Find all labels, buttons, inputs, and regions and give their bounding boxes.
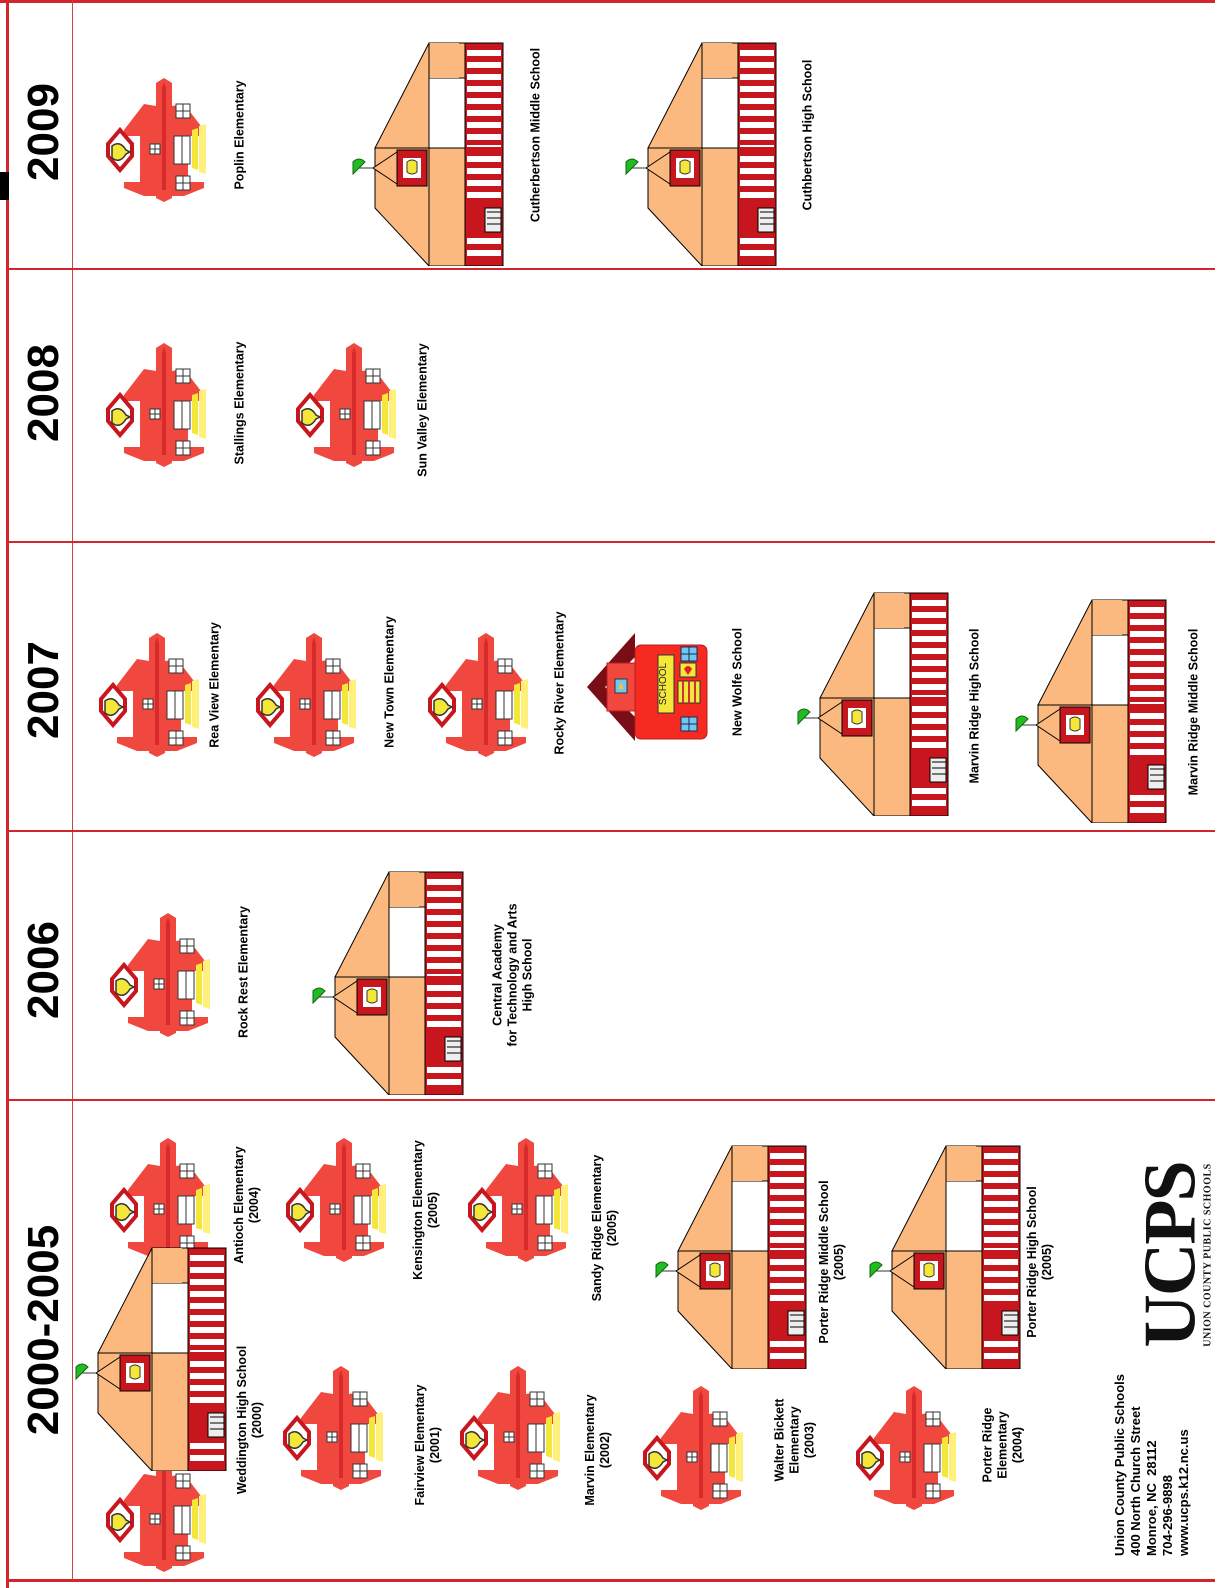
school-label: Sun Valley Elementary xyxy=(416,343,431,476)
school-label: Kensington Elementary (2005) xyxy=(411,1140,441,1280)
school-label: Cuthbertson High School xyxy=(801,60,816,211)
school-label: Walter Bickett Elementary (2003) xyxy=(773,1399,818,1482)
elementary-school-icon xyxy=(637,1378,765,1513)
elementary-school-icon xyxy=(422,625,550,760)
schoolhouse-clipart-icon: SCHOOL xyxy=(585,625,725,750)
high-school-icon xyxy=(1008,595,1168,823)
high-school-icon xyxy=(618,38,778,266)
school-label: Rea View Elementary xyxy=(208,622,223,748)
school-label: Marvin Ridge Middle School xyxy=(1187,629,1202,796)
school-label: Central Academy for Technology and Arts … xyxy=(491,903,536,1046)
elementary-school-icon xyxy=(100,335,228,470)
school-label: Rocky River Elementary xyxy=(553,611,568,754)
year-divider-2007-2006 xyxy=(6,830,1215,832)
high-school-icon xyxy=(305,867,465,1095)
logo-subtitle: UNION COUNTY PUBLIC SCHOOLS xyxy=(1203,1162,1214,1347)
school-label: Porter Ridge Middle School (2005) xyxy=(817,1180,847,1343)
elementary-school-icon xyxy=(280,1130,408,1265)
year-divider-2008-2007 xyxy=(6,541,1215,543)
district-address: Union County Public Schools 400 North Ch… xyxy=(1112,1374,1192,1556)
year-heading-2000-2005: 2000-2005 xyxy=(19,1225,69,1435)
school-sign-text: SCHOOL xyxy=(658,662,669,705)
elementary-school-icon xyxy=(250,625,378,760)
school-label: New Town Elementary xyxy=(383,616,398,748)
year-heading-2007: 2007 xyxy=(19,641,69,739)
logo-wordmark: UCPS xyxy=(1139,1162,1203,1347)
school-label: Porter Ridge Elementary (2004) xyxy=(981,1407,1026,1482)
elementary-school-icon xyxy=(290,335,418,470)
school-label: Rock Rest Elementary xyxy=(237,906,252,1038)
elementary-school-icon xyxy=(462,1130,590,1265)
elementary-school-icon xyxy=(454,1358,582,1493)
high-school-icon xyxy=(68,1243,228,1471)
school-label: Porter Ridge High School (2005) xyxy=(1025,1186,1055,1337)
elementary-school-icon xyxy=(100,70,228,205)
high-school-icon xyxy=(862,1141,1022,1369)
elementary-school-icon xyxy=(93,625,221,760)
school-label: Marvin Elementary (2002) xyxy=(583,1394,613,1505)
ucps-logo: UCPS UNION COUNTY PUBLIC SCHOOLS xyxy=(1139,1162,1214,1347)
high-school-icon xyxy=(790,588,950,816)
year-heading-2009: 2009 xyxy=(19,83,69,181)
year-divider-2006-2000 xyxy=(6,1099,1215,1101)
elementary-school-icon xyxy=(277,1358,405,1493)
school-label: Poplin Elementary xyxy=(233,80,248,189)
elementary-school-icon xyxy=(104,905,232,1040)
cropped-title-fragment xyxy=(0,172,9,200)
frame-top-border xyxy=(0,0,1215,3)
frame-left-border xyxy=(6,0,9,1588)
school-label: Cutherbertson Middle School xyxy=(529,48,544,222)
elementary-school-icon xyxy=(850,1378,978,1513)
school-label: Fairview Elementary (2001) xyxy=(413,1385,443,1506)
school-label: Stallings Elementary xyxy=(233,342,248,465)
school-label: Weddington High School (2000) xyxy=(235,1346,265,1494)
school-label: Sandy Ridge Elementary (2005) xyxy=(590,1155,620,1302)
school-label: Antioch Elementary (2004) xyxy=(232,1146,262,1263)
high-school-icon xyxy=(648,1141,808,1369)
school-label: Marvin Ridge High School xyxy=(968,629,983,784)
frame-bottom-border xyxy=(6,1579,1215,1582)
year-heading-2008: 2008 xyxy=(19,344,69,442)
year-divider-2009-2008 xyxy=(6,268,1215,270)
high-school-icon xyxy=(345,38,505,266)
year-heading-2006: 2006 xyxy=(19,921,69,1019)
school-label: New Wolfe School xyxy=(731,628,746,736)
